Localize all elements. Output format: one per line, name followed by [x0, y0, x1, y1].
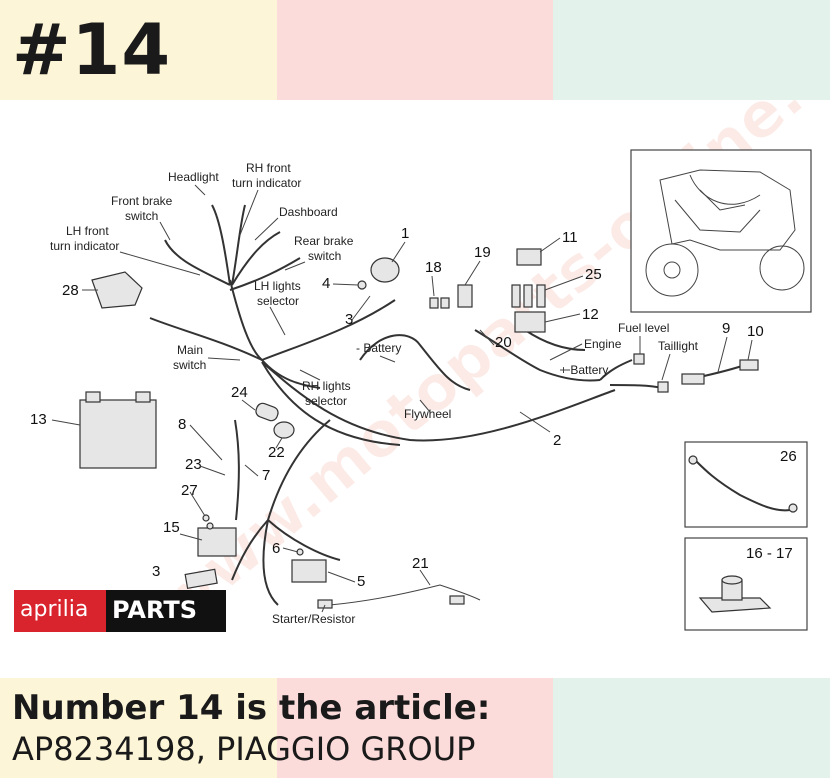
num-13: 13	[30, 411, 47, 428]
components	[79, 248, 759, 609]
num-15: 15	[163, 519, 180, 536]
inset-26	[684, 441, 808, 528]
label-rh-front-2: turn indicator	[232, 176, 301, 190]
num-6: 6	[272, 540, 280, 557]
num-8: 8	[178, 416, 186, 433]
num-7: 7	[262, 467, 270, 484]
relay-28	[91, 271, 143, 309]
label-lh-front-2: turn indicator	[50, 239, 119, 253]
regulator-5	[291, 559, 327, 583]
num-21: 21	[412, 555, 429, 572]
footer-band-pink	[277, 678, 553, 778]
num-23: 23	[185, 456, 202, 473]
label-headlight: Headlight	[168, 170, 219, 184]
label-fuel-level: Fuel level	[618, 321, 669, 335]
label-engine: Engine	[584, 337, 622, 351]
label-16-17: 16 - 17	[746, 545, 793, 562]
starter-relay-15	[197, 527, 237, 557]
diagram-labels: Headlight RH front turn indicator Front …	[50, 161, 793, 626]
wiring-diagram: www.motoparts-online.com	[30, 100, 830, 642]
num-18: 18	[425, 259, 442, 276]
label-minus-battery: - Battery	[356, 341, 401, 355]
label-lh-lights-1: LH lights	[254, 279, 301, 293]
num-12: 12	[582, 306, 599, 323]
label-rh-lights-2: selector	[305, 394, 347, 408]
label-lh-front-1: LH front	[66, 224, 109, 238]
num-4: 4	[322, 275, 330, 292]
fuse-18	[429, 297, 439, 309]
horn-1	[370, 257, 400, 283]
num-3-lower: 3	[152, 563, 160, 580]
num-26: 26	[780, 448, 797, 465]
num-28: 28	[62, 282, 79, 299]
leader-lines	[51, 184, 753, 613]
footer-band-green	[553, 678, 830, 778]
num-1: 1	[401, 225, 409, 242]
num-27: 27	[181, 482, 198, 499]
part-numbers: 1 2 3 3 4 5 6 7 8 9 10 11 12 13 15 18 19…	[30, 225, 797, 590]
aprilia-parts-logo: aprilia PARTS	[14, 590, 226, 632]
label-main-switch-1: Main	[177, 343, 203, 357]
label-flywheel: Flywheel	[404, 407, 451, 421]
num-19: 19	[474, 244, 491, 261]
inset-16-17	[684, 537, 808, 631]
label-lh-lights-2: selector	[257, 294, 299, 308]
connector-24	[255, 402, 279, 422]
logo-parts: PARTS	[106, 590, 226, 632]
bulb-10	[739, 359, 759, 371]
cap-22	[273, 421, 295, 439]
fuse-block-12	[514, 311, 546, 333]
num-25: 25	[585, 266, 602, 283]
num-10: 10	[747, 323, 764, 340]
num-9: 9	[722, 320, 730, 337]
header-band-yellow	[0, 0, 277, 100]
header-band-green	[553, 0, 830, 100]
footer-article-heading: Number 14 is the article:	[12, 688, 491, 728]
label-front-brake-1: Front brake	[111, 194, 173, 208]
connector-9	[681, 373, 705, 385]
fuse-19	[457, 284, 473, 308]
label-taillight: Taillight	[658, 339, 699, 353]
label-rear-brake-2: switch	[308, 249, 341, 263]
footer-article-code: AP8234198, PIAGGIO GROUP	[12, 730, 476, 768]
header-band-pink	[277, 0, 553, 100]
num-24: 24	[231, 384, 248, 401]
battery-13	[79, 399, 157, 469]
harness-wires	[149, 204, 746, 606]
num-5: 5	[357, 573, 365, 590]
bracket-3-lower	[184, 568, 218, 590]
motorcycle-inset	[630, 149, 812, 313]
label-starter-resistor: Starter/Resistor	[272, 612, 355, 626]
num-3-upper: 3	[345, 311, 353, 328]
num-2: 2	[553, 432, 561, 449]
part-number-heading: #14	[12, 9, 172, 91]
label-main-switch-2: switch	[173, 358, 206, 372]
label-rh-lights-1: RH lights	[302, 379, 351, 393]
num-11: 11	[562, 229, 578, 246]
footer-band-yellow	[0, 678, 277, 778]
label-front-brake-2: switch	[125, 209, 158, 223]
label-rear-brake-1: Rear brake	[294, 234, 354, 248]
label-dashboard: Dashboard	[279, 205, 338, 219]
num-22: 22	[268, 444, 285, 461]
label-plus-battery: + Battery	[560, 363, 608, 377]
label-rh-front-1: RH front	[246, 161, 291, 175]
logo-brand: aprilia	[14, 590, 106, 632]
num-20: 20	[495, 334, 512, 351]
relay-11	[516, 248, 542, 266]
